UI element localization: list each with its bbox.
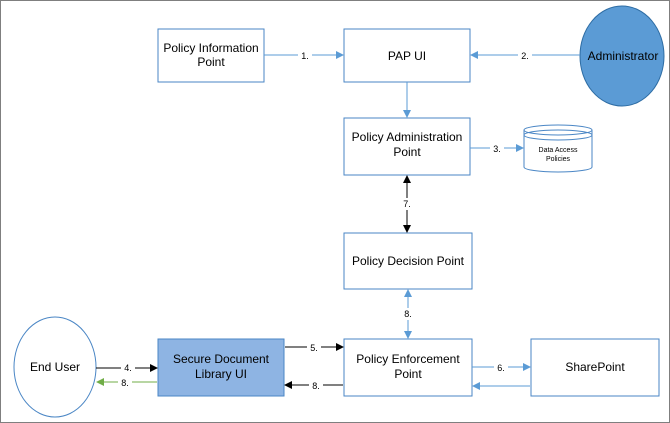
- edge-6-pep-to-sharepoint: 6.: [472, 362, 531, 373]
- pap-label-line1: Policy Administration: [352, 130, 463, 144]
- sdl-label-line2: Library UI: [195, 367, 247, 381]
- policy-decision-point-box: Policy Decision Point: [343, 232, 473, 290]
- edge-8-sdl-to-user: 8.: [96, 377, 157, 388]
- edge-8-pep-label: 8.: [312, 381, 320, 391]
- edge-5-sdl-to-pep: 5.: [285, 342, 344, 353]
- end-user-node: End User: [13, 316, 97, 418]
- edge-8-pdp-pep: 8.: [401, 289, 415, 339]
- secure-document-library-ui-box: Secure Document Library UI: [157, 338, 285, 397]
- edge-8-pdp-label: 8.: [404, 309, 412, 319]
- pap-ui-label: PAP UI: [388, 49, 426, 63]
- policy-enforcement-point-box: Policy Enforcement Point: [343, 338, 473, 397]
- sharepoint-box: SharePoint: [530, 338, 660, 397]
- database-label-line1: Data Access: [539, 147, 578, 154]
- pap-label-line2: Point: [393, 145, 421, 159]
- edge-8-user-label: 8.: [121, 378, 129, 388]
- pep-label-line2: Point: [394, 367, 422, 381]
- edge-4-user-to-sdl: 4.: [96, 363, 158, 373]
- policy-information-point-box: Policy Information Point: [157, 28, 265, 83]
- database-label-line2: Policies: [546, 156, 571, 163]
- edge-7-pap-pdp: 7.: [400, 175, 414, 233]
- sharepoint-label: SharePoint: [565, 360, 625, 374]
- edge-4-label: 4.: [124, 363, 132, 373]
- edge-1-pip-to-pap-ui: 1.: [264, 50, 344, 61]
- pep-label-line1: Policy Enforcement: [356, 352, 460, 366]
- edge-7-label: 7.: [403, 199, 411, 209]
- edge-2-label: 2.: [521, 51, 529, 61]
- pip-label-line2: Point: [197, 55, 225, 69]
- administrator-label: Administrator: [588, 49, 659, 63]
- end-user-label: End User: [30, 360, 80, 374]
- sdl-label-line1: Secure Document: [173, 352, 270, 366]
- pdp-label: Policy Decision Point: [352, 254, 465, 268]
- edge-5-label: 5.: [310, 343, 318, 353]
- administrator-node: Administrator: [579, 5, 665, 107]
- edge-3-pap-to-database: 3.: [470, 143, 524, 154]
- pip-label-line1: Policy Information: [163, 41, 258, 55]
- pap-ui-box: PAP UI: [343, 28, 471, 83]
- edge-6-label: 6.: [497, 363, 505, 373]
- edge-3-label: 3.: [493, 144, 501, 154]
- edge-2-admin-to-pap-ui: 2.: [470, 50, 580, 61]
- edge-8-pep-to-sdl: 8.: [284, 380, 343, 391]
- data-access-policies-database: Data Access Policies: [523, 124, 593, 173]
- policy-administration-point-box: Policy Administration Point: [343, 117, 471, 176]
- edge-1-label: 1.: [301, 51, 309, 61]
